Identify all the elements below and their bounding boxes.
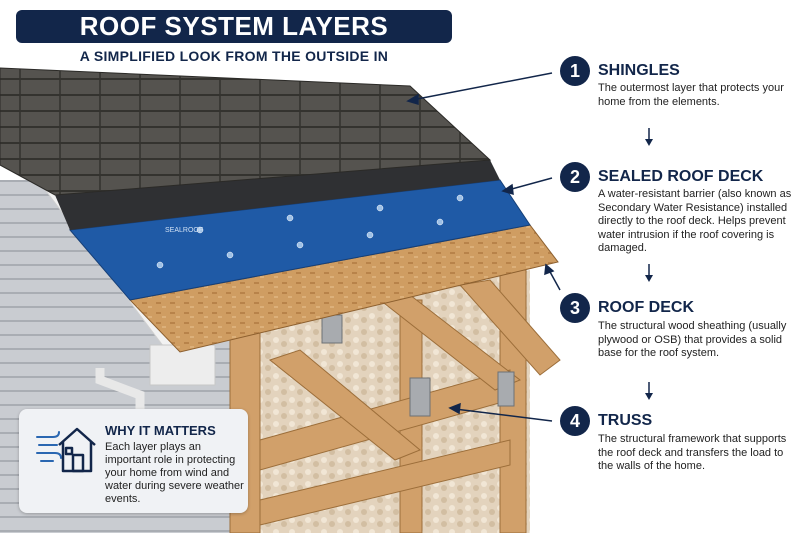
page-title: ROOF SYSTEM LAYERS (16, 10, 452, 43)
membrane-print: SEALROOF (165, 227, 203, 234)
leader-lines (406, 72, 561, 422)
layer-description: A water-resistant barrier (also known as… (598, 188, 792, 254)
layer-number-badge: 2 (560, 162, 590, 192)
layer-name: ROOF DECK (598, 299, 694, 316)
underlayment-strip (55, 160, 500, 230)
layer-name: SHINGLES (598, 62, 680, 79)
sealed-roof-deck (69, 179, 531, 301)
house-wind-icon (36, 427, 96, 473)
layer-number-badge: 4 (560, 406, 590, 436)
layer-description: The structural wood sheathing (usually p… (598, 320, 787, 359)
layer-name: SEALED ROOF DECK (598, 168, 764, 185)
truss-plate (497, 371, 515, 407)
shingles (0, 67, 492, 196)
layer-description: The outermost layer that protects your h… (598, 82, 784, 108)
why-it-matters-card: WHY IT MATTERS Each layer plays an impor… (19, 409, 248, 513)
layer-name: TRUSS (598, 412, 653, 429)
arrow-down-icon (645, 128, 653, 146)
card-heading: WHY IT MATTERS (105, 423, 216, 438)
card-body: Each layer plays an important role in pr… (105, 441, 244, 505)
layer-number-badge: 1 (560, 56, 590, 86)
page-subtitle: A SIMPLIFIED LOOK FROM THE OUTSIDE IN (79, 48, 389, 64)
layer-number-badge: 3 (560, 293, 590, 323)
layer-description: The structural framework that supports t… (598, 433, 787, 472)
arrow-down-icon (645, 264, 653, 282)
truss-plate (321, 314, 343, 344)
truss-plate (409, 377, 431, 417)
arrow-down-icon (645, 382, 653, 400)
